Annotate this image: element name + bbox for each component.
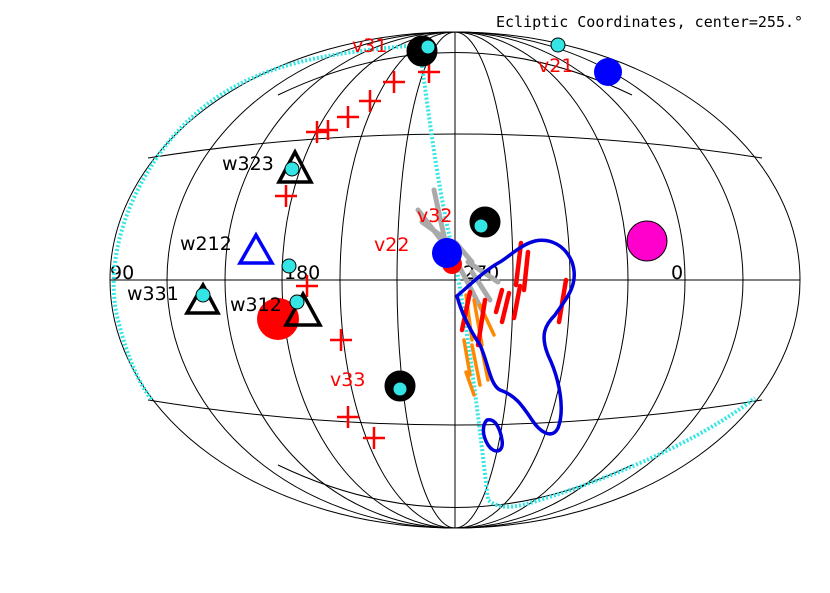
triangle-w331 [183,281,221,315]
source-labels: v31 v21 v32 v22 v33 w323 w212 w331 w312 [127,35,573,391]
red-circle-large [257,298,299,340]
label-w212: w212 [180,233,232,255]
projection-grid [109,31,801,529]
triangle-w312 [283,290,323,327]
label-v31: v31 [352,35,387,57]
label-w312: w312 [230,294,282,316]
red-lines [459,240,569,348]
magenta-circle [626,220,668,262]
lon-label-0: 0 [671,262,683,284]
triangle-w212 [236,231,276,265]
label-v21: v21 [538,55,573,77]
label-v22: v22 [374,234,409,256]
cyan-circles [195,37,566,397]
blue-circle-v22 [432,238,462,268]
label-w331: w331 [127,283,179,305]
blue-contour [455,238,576,453]
meridian-150 [166,31,744,529]
lon-label-90: 90 [110,262,134,284]
blue-circle-v21 [594,58,622,86]
label-v33: v33 [330,369,365,391]
cyan-track [111,43,757,509]
label-w323: w323 [222,153,274,175]
label-v32: v32 [417,205,452,227]
map-title: Ecliptic Coordinates, center=255.° [496,13,803,31]
filled-circles [257,35,668,402]
